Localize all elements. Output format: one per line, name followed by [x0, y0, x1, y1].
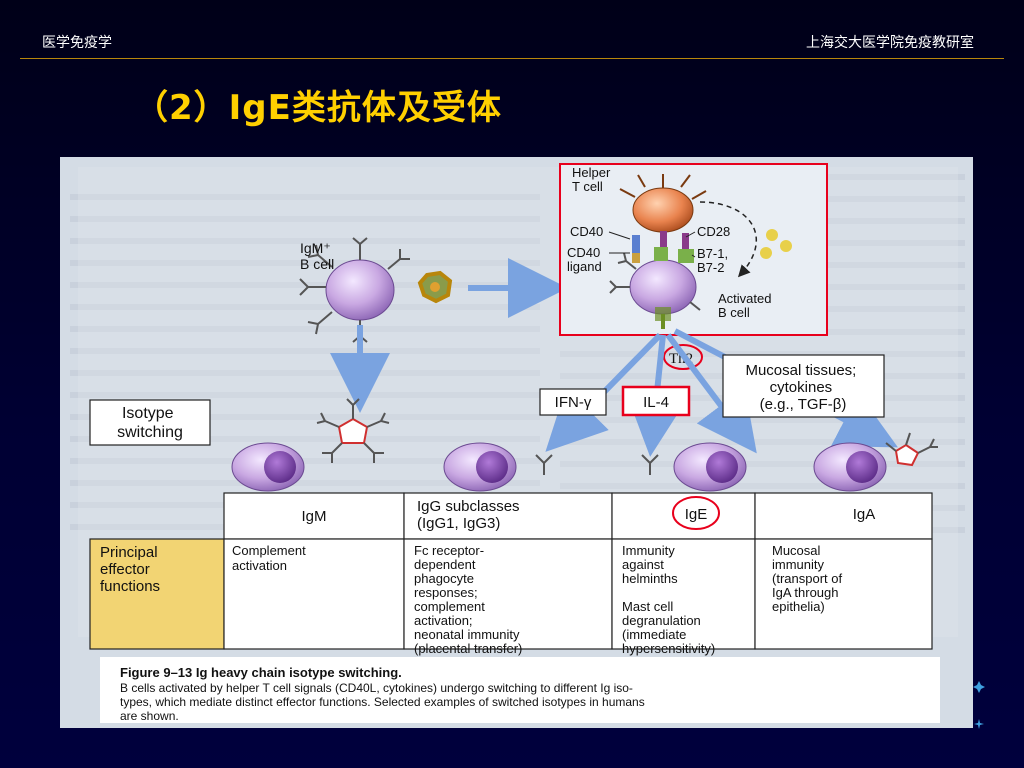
- label-line: complement: [414, 599, 485, 614]
- label-line: helminths: [622, 571, 678, 586]
- isotype-switching-box: Isotype switching: [89, 399, 211, 446]
- b-cell-row: [231, 432, 938, 492]
- label-line: immunity: [772, 557, 825, 572]
- cd28-label: CD28: [697, 224, 730, 239]
- isotype-switching-label: Isotype switching: [117, 405, 183, 441]
- label-line: phagocyte: [414, 571, 474, 586]
- label-line: IgG subclasses: [417, 498, 520, 515]
- ifn-gamma-label: IFN-γ: [555, 394, 592, 411]
- label-line: Mast cell: [622, 599, 673, 614]
- helper-t-cell-label: Helper T cell: [572, 165, 614, 194]
- label-line: B cell: [718, 305, 750, 320]
- label-line: (IgG1, IgG3): [417, 515, 500, 532]
- label-line: Activated: [718, 291, 771, 306]
- effector-igg: Fc receptor- dependent phagocyte respons…: [414, 543, 523, 656]
- label-line: Helper: [572, 165, 611, 180]
- igg-antibody-icon: [535, 454, 553, 475]
- il4-label: IL-4: [643, 394, 669, 411]
- label-line: (transport of: [772, 571, 842, 586]
- effector-header: Principal effector functions: [100, 544, 162, 595]
- isotype-igg: IgG subclasses (IgG1, IgG3): [417, 498, 524, 532]
- ige-highlight-circle: [672, 496, 720, 530]
- igm-plasma-cell: [231, 442, 305, 492]
- igg-plasma-cell: [443, 442, 517, 492]
- caption-title: Figure 9–13 Ig heavy chain isotype switc…: [120, 665, 402, 680]
- secreted-cytokines: [699, 201, 792, 278]
- department-name: 上海交大医学院免疫教研室: [806, 35, 974, 51]
- label-line: Complement: [232, 543, 306, 558]
- isotype-ige: IgE: [685, 506, 708, 523]
- label-line: activation;: [414, 613, 473, 628]
- label-line: IgM⁺: [300, 240, 331, 256]
- label-line: Immunity: [622, 543, 675, 558]
- label-line: Isotype: [122, 405, 174, 422]
- effector-ige: Immunity against helminths Mast cell deg…: [622, 543, 715, 656]
- iga-plasma-cell: [813, 442, 887, 492]
- label-line: B7-2: [697, 260, 724, 275]
- igm-pentamer: [316, 398, 390, 463]
- b7-label: B7-1, B7-2: [697, 246, 732, 275]
- cd40-label: CD40: [570, 224, 603, 239]
- decorative-sparkle-icon: [973, 681, 985, 729]
- igm-b-cell: IgM⁺ B cell: [299, 237, 410, 343]
- label-line: neonatal immunity: [414, 627, 520, 642]
- ifn-gamma-box: IFN-γ: [539, 388, 607, 416]
- label-line: effector: [100, 561, 150, 578]
- caption-line-3: are shown.: [120, 709, 179, 723]
- label-line: CD40: [567, 245, 600, 260]
- label-line: Fc receptor-: [414, 543, 484, 558]
- label-line: (e.g., TGF-β): [760, 396, 847, 413]
- label-line: against: [622, 557, 664, 572]
- label-line: cytokines: [770, 379, 833, 396]
- label-line: epithelia): [772, 599, 825, 614]
- isotype-igm: IgM: [301, 508, 326, 525]
- label-line: activation: [232, 558, 287, 573]
- label-line: B7-1,: [697, 246, 728, 261]
- label-line: functions: [100, 578, 160, 595]
- igm-b-cell-label: IgM⁺ B cell: [300, 240, 335, 272]
- label-line: Mucosal: [772, 543, 821, 558]
- label-line: dependent: [414, 557, 476, 572]
- il4-box: IL-4: [621, 385, 691, 417]
- isotype-switching-figure: IgM⁺ B cell Helper T cell: [60, 157, 973, 728]
- label-line: responses;: [414, 585, 478, 600]
- label-line: T cell: [572, 179, 603, 194]
- activated-b-cell-label: Activated B cell: [718, 291, 775, 320]
- ige-plasma-cell: [673, 442, 747, 492]
- caption-area: [100, 657, 940, 723]
- label-line: B cell: [300, 256, 334, 272]
- effector-igm: Complement activation: [232, 543, 309, 573]
- caption-line-1: B cells activated by helper T cell signa…: [120, 681, 633, 695]
- label-line: hypersensitivity): [622, 641, 715, 656]
- isotype-iga: IgA: [853, 506, 876, 523]
- co-stimulatory-molecules: [632, 231, 694, 263]
- header-divider: [20, 58, 1004, 59]
- mucosal-tissues-box: Mucosal tissues; cytokines (e.g., TGF-β): [722, 354, 885, 418]
- label-line: (placental transfer): [414, 641, 522, 656]
- activated-b-cell: Activated B cell: [609, 252, 775, 329]
- label-line: Mucosal tissues;: [745, 362, 856, 379]
- mucosal-tissues-label: Mucosal tissues; cytokines (e.g., TGF-β): [745, 362, 860, 413]
- label-line: (immediate: [622, 627, 686, 642]
- effector-row: Principal effector functions Complement …: [89, 538, 933, 656]
- slide-title: （2）IgE类抗体及受体: [134, 88, 502, 128]
- helper-t-cell: Helper T cell: [572, 165, 707, 233]
- molecule-labels: CD40 CD28 CD40 ligand B7-1, B7-2: [567, 224, 732, 275]
- label-line: switching: [117, 424, 183, 441]
- label-line: ligand: [567, 259, 602, 274]
- label-line: IgA through: [772, 585, 839, 600]
- label-line: Principal: [100, 544, 158, 561]
- isotype-row: IgM IgG subclasses (IgG1, IgG3) IgE IgA: [223, 492, 933, 540]
- ige-antibody-icon: [641, 454, 659, 475]
- effector-iga: Mucosal immunity (transport of IgA throu…: [772, 543, 846, 614]
- caption-line-2: types, which mediate distinct effector f…: [120, 695, 645, 709]
- course-name: 医学免疫学: [42, 35, 112, 51]
- cd40-ligand-label: CD40 ligand: [567, 245, 604, 274]
- label-line: degranulation: [622, 613, 701, 628]
- antigen: [417, 270, 453, 304]
- iga-dimer-icon: [885, 432, 938, 467]
